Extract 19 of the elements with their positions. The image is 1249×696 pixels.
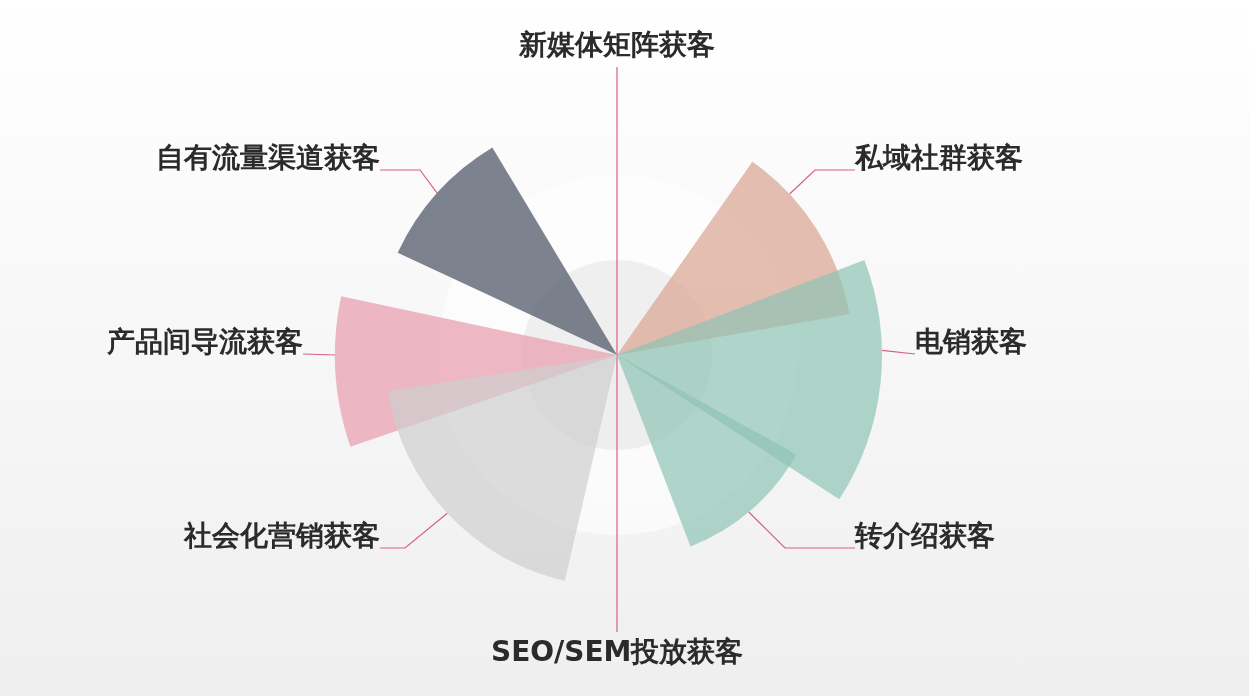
leader-line xyxy=(379,512,448,549)
leader-line xyxy=(302,353,336,356)
rose-wedge xyxy=(387,355,617,582)
leader-line xyxy=(789,169,856,195)
category-label: 社会化营销获客 xyxy=(184,518,380,554)
rose-wedge xyxy=(397,147,617,355)
leader-line xyxy=(379,169,438,194)
category-label: 新媒体矩阵获客 xyxy=(519,27,715,63)
leader-line xyxy=(748,511,856,549)
leader-line xyxy=(881,349,916,355)
category-label: SEO/SEM投放获客 xyxy=(491,634,744,670)
category-label: 转介绍获客 xyxy=(855,518,995,554)
rose-wedge xyxy=(617,355,797,547)
category-label: 私域社群获客 xyxy=(855,140,1023,176)
leader-line xyxy=(616,66,618,633)
category-label: 电销获客 xyxy=(915,324,1027,360)
rose-wedge xyxy=(617,260,882,500)
category-label: 产品间导流获客 xyxy=(107,324,303,360)
category-label: 自有流量渠道获客 xyxy=(156,140,380,176)
